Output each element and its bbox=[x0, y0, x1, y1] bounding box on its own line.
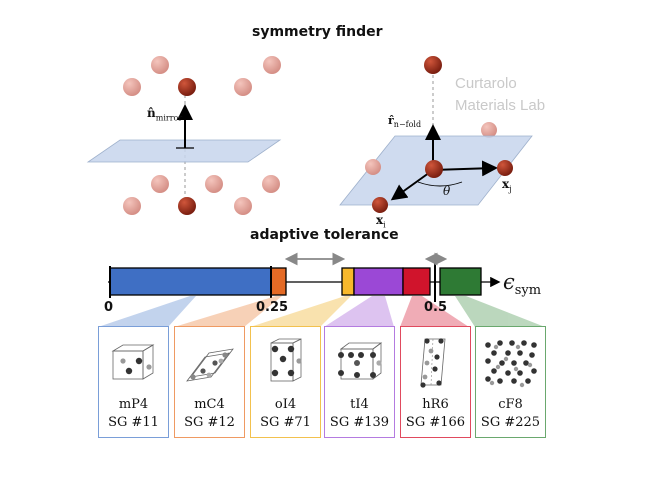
atom-highlight bbox=[425, 160, 443, 178]
atom bbox=[234, 197, 252, 215]
space-group: SG #11 bbox=[108, 415, 159, 430]
lattice-card-hR6: hR6 SG #166 bbox=[400, 326, 471, 438]
space-group: SG #12 bbox=[184, 415, 235, 430]
atom-highlight bbox=[424, 56, 442, 74]
lattice-name: mC4 bbox=[194, 397, 225, 412]
segment-cF8 bbox=[439, 267, 482, 296]
tick-label-025: 0.25 bbox=[256, 300, 289, 315]
tetragonal-body-centered-icon bbox=[338, 342, 383, 380]
atom bbox=[123, 78, 141, 96]
atom-highlight bbox=[178, 78, 196, 96]
atom-highlight bbox=[497, 160, 513, 176]
lattice-name: oI4 bbox=[274, 397, 297, 412]
theta-arc bbox=[417, 181, 463, 187]
watermark-line1: Curtarolo bbox=[455, 75, 517, 92]
rhombohedral-icon bbox=[420, 338, 446, 388]
mirror-vector-label: n̂mirror bbox=[147, 106, 183, 123]
segment-mC4 bbox=[270, 267, 287, 296]
cubic-face-centered-icon bbox=[485, 340, 537, 388]
space-group: SG #139 bbox=[329, 415, 390, 430]
segment-oI4 bbox=[341, 267, 355, 296]
lattice-name: tI4 bbox=[350, 397, 369, 412]
tolerance-bar bbox=[108, 252, 501, 302]
xi-vector bbox=[390, 169, 434, 201]
monoclinic-primitive-icon bbox=[111, 344, 155, 380]
segment-mP4 bbox=[109, 267, 272, 296]
watermark: Curtarolo Materials Lab bbox=[455, 73, 545, 117]
lattice-name: hR6 bbox=[422, 397, 449, 412]
atom bbox=[205, 175, 223, 193]
space-group: SG #166 bbox=[405, 415, 466, 430]
lattice-card-oI4: oI4 SG #71 bbox=[250, 326, 321, 438]
atom bbox=[151, 175, 169, 193]
lattice-card-mC4: mC4 SG #12 bbox=[174, 326, 245, 438]
monoclinic-centered-icon bbox=[186, 348, 234, 382]
atom-highlight bbox=[178, 197, 196, 215]
xj-label: xj bbox=[502, 177, 512, 194]
epsilon-sym-label: ϵsym bbox=[503, 270, 542, 299]
nfold-vector-label: r̂n−fold bbox=[388, 114, 422, 130]
space-group: SG #71 bbox=[260, 415, 311, 430]
theta-label: θ bbox=[443, 184, 451, 198]
segment-tI4 bbox=[353, 267, 404, 296]
mirror-plane bbox=[86, 139, 282, 163]
lattice-card-tI4: tI4 SG #139 bbox=[324, 326, 395, 438]
lattice-name: cF8 bbox=[498, 397, 523, 412]
atom bbox=[263, 56, 281, 74]
atom bbox=[481, 122, 497, 138]
atom bbox=[262, 175, 280, 193]
atom bbox=[234, 78, 252, 96]
segment-hR6 bbox=[402, 267, 431, 296]
adaptive-tolerance-title: adaptive tolerance bbox=[250, 227, 399, 243]
nfold-panel bbox=[339, 56, 533, 213]
orthorhombic-body-centered-icon bbox=[270, 338, 302, 382]
symmetry-finder-title: symmetry finder bbox=[252, 24, 383, 40]
xi-label: xi bbox=[376, 213, 386, 230]
lattice-card-mP4: mP4 SG #11 bbox=[98, 326, 169, 438]
atom bbox=[365, 159, 381, 175]
xj-vector bbox=[432, 160, 498, 177]
tick-label-0: 0 bbox=[104, 300, 114, 315]
tick-label-05: 0.5 bbox=[424, 300, 448, 315]
watermark-line2: Materials Lab bbox=[455, 97, 546, 114]
fan-connectors bbox=[98, 296, 545, 327]
lattice-card-cF8: cF8 SG #225 bbox=[475, 326, 546, 438]
mirror-panel bbox=[86, 56, 282, 215]
atom bbox=[123, 197, 141, 215]
atom-highlight bbox=[372, 197, 388, 213]
atom bbox=[151, 56, 169, 74]
lattice-name: mP4 bbox=[118, 397, 149, 412]
space-group: SG #225 bbox=[480, 415, 541, 430]
